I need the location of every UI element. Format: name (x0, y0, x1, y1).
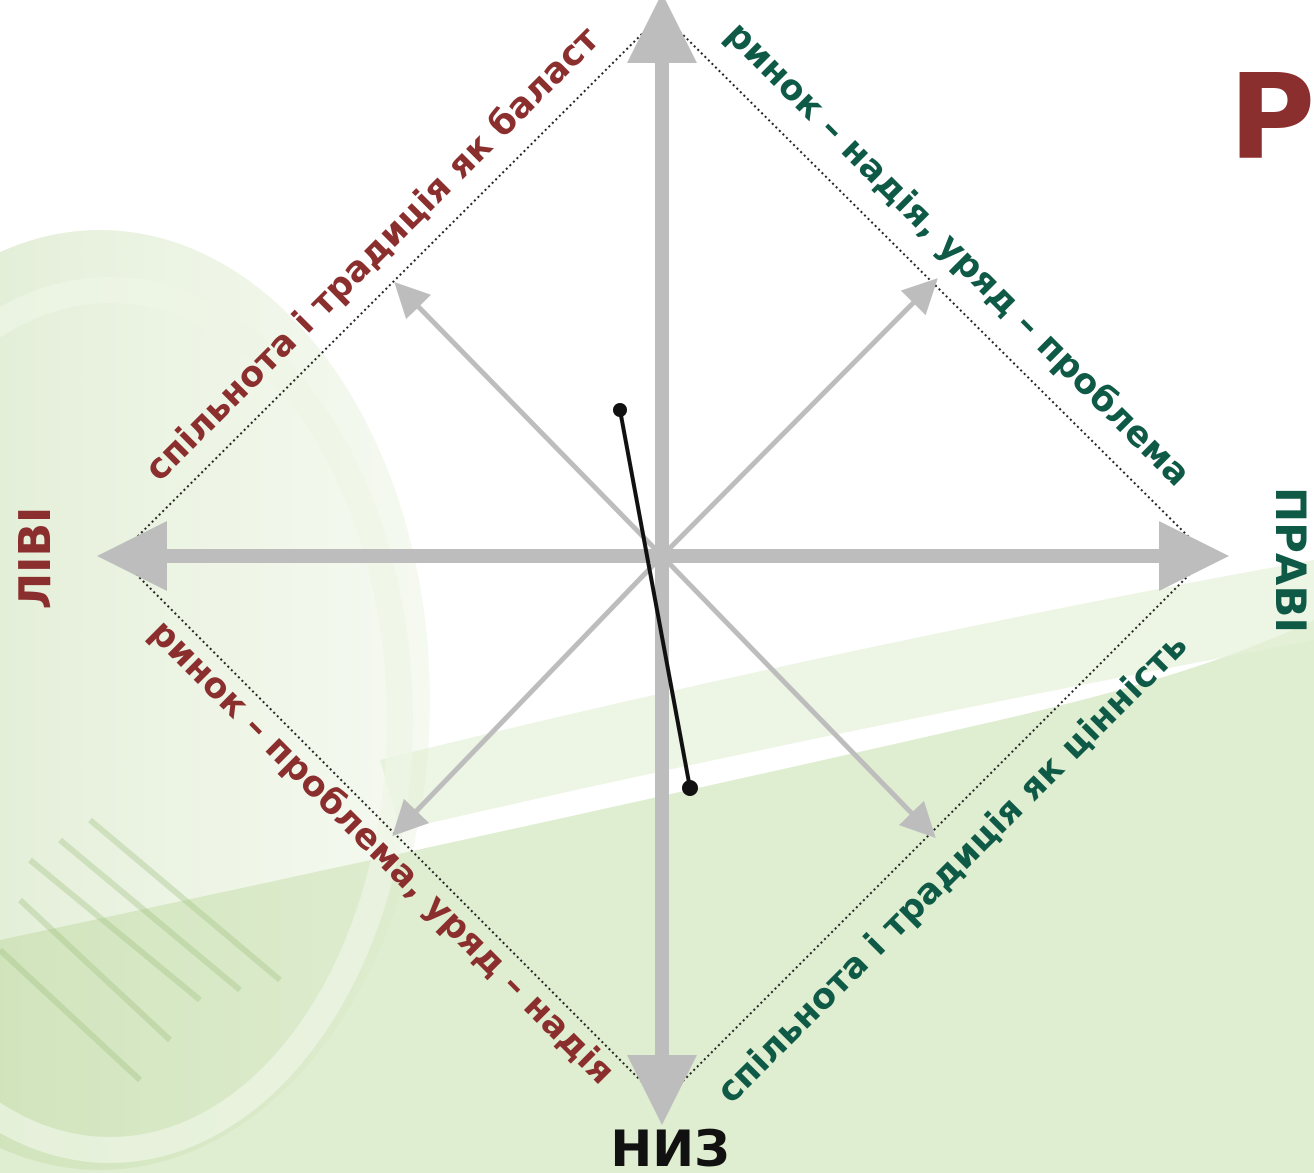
segment-end-point (682, 780, 698, 796)
diagonal-arrow-bottom-left (392, 554, 664, 837)
diagonal-arrow-top-left (394, 281, 664, 558)
light-band (380, 560, 1314, 830)
diagonal-arrow-top-right (660, 278, 938, 558)
axis-label-left: ЛІВІ (10, 507, 61, 610)
segment-start-point (613, 403, 627, 417)
position-segment (618, 409, 692, 789)
axis-label-right: ПРАВІ (1266, 487, 1314, 633)
edge-label-top-left: спільнота і традиція як баласт (137, 19, 607, 489)
edge-label-bottom-left: ринок – проблема, уряд – надія (142, 612, 622, 1092)
orb-shape (0, 230, 430, 1170)
edge-label-top-right: ринок – надія, уряд – проблема (718, 14, 1198, 494)
corner-letter: Р (1229, 48, 1314, 186)
orb-ring (0, 277, 413, 1163)
edge-label-bottom-right: спільнота і традиція як цінність (709, 625, 1195, 1111)
diagonal-arrow-bottom-right (660, 554, 936, 839)
hall-rows (0, 817, 282, 1083)
axis-label-bottom: НИЗ (610, 1120, 729, 1173)
